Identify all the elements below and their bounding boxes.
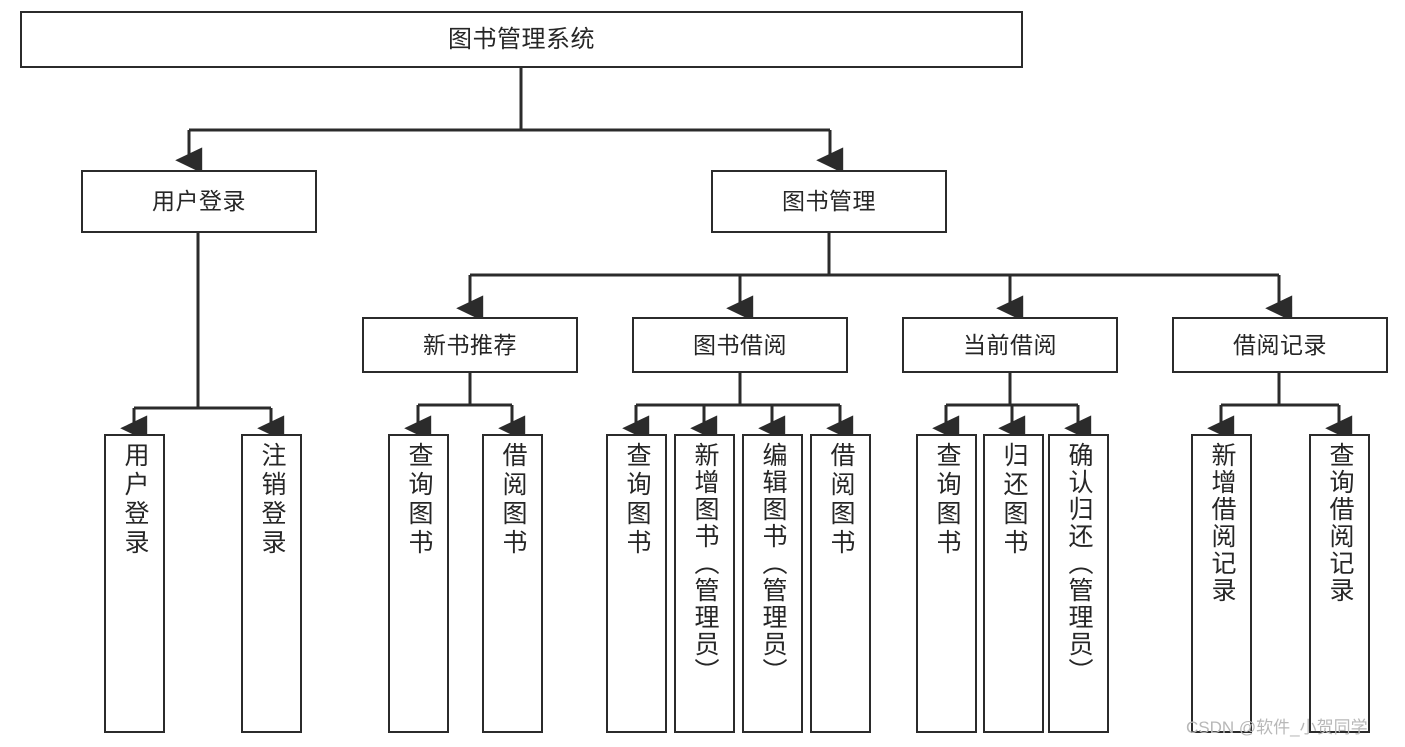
node-user-login-label: 用户登录 xyxy=(152,188,246,215)
node-new-book-recommend-label: 新书推荐 xyxy=(423,331,517,358)
leaf-user-login[interactable]: 用户登录 xyxy=(104,434,165,733)
leaf-query-book-2-label: 查询图书 xyxy=(623,442,651,558)
leaf-confirm-return[interactable]: 确认归还（管理员） xyxy=(1048,434,1109,733)
leaf-borrow-book-1-label: 借阅图书 xyxy=(499,442,527,558)
leaf-add-record-label: 新增借阅记录 xyxy=(1208,442,1236,604)
leaf-edit-book-label: 编辑图书（管理员） xyxy=(759,442,787,685)
leaf-user-login-label: 用户登录 xyxy=(121,442,149,558)
leaf-query-record[interactable]: 查询借阅记录 xyxy=(1309,434,1370,733)
leaf-return-book-label: 归还图书 xyxy=(1000,442,1028,558)
leaf-borrow-book-2-label: 借阅图书 xyxy=(827,442,855,558)
node-borrow-record-label: 借阅记录 xyxy=(1233,331,1327,358)
leaf-confirm-return-label: 确认归还（管理员） xyxy=(1065,442,1093,685)
leaf-query-book-3[interactable]: 查询图书 xyxy=(916,434,977,733)
leaf-query-book-1-label: 查询图书 xyxy=(405,442,433,558)
node-user-login[interactable]: 用户登录 xyxy=(81,170,317,233)
leaf-add-book[interactable]: 新增图书（管理员） xyxy=(674,434,735,733)
leaf-add-record[interactable]: 新增借阅记录 xyxy=(1191,434,1252,733)
leaf-borrow-book-2[interactable]: 借阅图书 xyxy=(810,434,871,733)
leaf-query-book-1[interactable]: 查询图书 xyxy=(388,434,449,733)
leaf-edit-book[interactable]: 编辑图书（管理员） xyxy=(742,434,803,733)
leaf-query-record-label: 查询借阅记录 xyxy=(1326,442,1354,604)
node-current-borrow-label: 当前借阅 xyxy=(963,331,1057,358)
leaf-logout[interactable]: 注销登录 xyxy=(241,434,302,733)
node-root-label: 图书管理系统 xyxy=(448,25,595,53)
leaf-add-book-label: 新增图书（管理员） xyxy=(691,442,719,685)
leaf-return-book[interactable]: 归还图书 xyxy=(983,434,1044,733)
node-book-manage-label: 图书管理 xyxy=(782,188,876,215)
node-book-borrow-label: 图书借阅 xyxy=(693,331,787,358)
node-current-borrow[interactable]: 当前借阅 xyxy=(902,317,1118,373)
node-borrow-record[interactable]: 借阅记录 xyxy=(1172,317,1388,373)
leaf-query-book-3-label: 查询图书 xyxy=(933,442,961,558)
leaf-logout-label: 注销登录 xyxy=(258,442,286,558)
node-book-manage[interactable]: 图书管理 xyxy=(711,170,947,233)
node-book-borrow[interactable]: 图书借阅 xyxy=(632,317,848,373)
leaf-borrow-book-1[interactable]: 借阅图书 xyxy=(482,434,543,733)
node-new-book-recommend[interactable]: 新书推荐 xyxy=(362,317,578,373)
csdn-watermark: CSDN @软件_小贺同学 xyxy=(1186,718,1368,737)
node-root[interactable]: 图书管理系统 xyxy=(20,11,1023,68)
leaf-query-book-2[interactable]: 查询图书 xyxy=(606,434,667,733)
